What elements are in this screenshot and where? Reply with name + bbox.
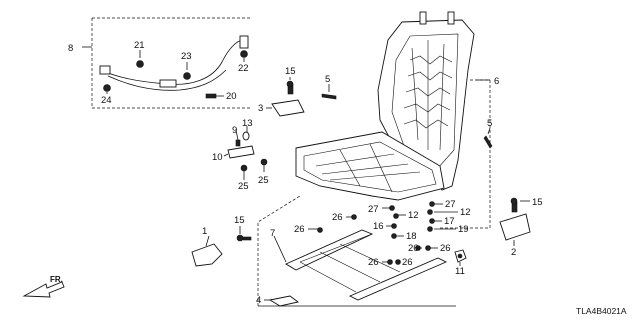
hardware-cluster — [389, 201, 435, 239]
callout-19: 19 — [458, 224, 469, 235]
leader-7 — [273, 235, 287, 263]
seat-frame-drawing — [295, 11, 475, 201]
callout-13: 13 — [242, 118, 253, 129]
callout-26f: 26 — [402, 257, 413, 268]
callout-27a: 27 — [368, 204, 379, 215]
bracket-4-drawing — [268, 295, 300, 307]
callout-26e: 26 — [368, 257, 379, 268]
cover-3-drawing — [271, 80, 305, 117]
callout-11: 11 — [455, 266, 465, 277]
front-direction-arrow-icon — [22, 281, 65, 298]
leader-10 — [223, 153, 229, 157]
callout-labels: 1 2 3 4 5 5 6 7 8 9 10 11 12 12 13 15 15… — [68, 40, 543, 306]
callout-7: 7 — [270, 228, 275, 239]
callout-6: 6 — [494, 76, 499, 87]
callout-5b: 5 — [487, 118, 492, 129]
callout-21: 21 — [134, 40, 145, 51]
leader-1 — [205, 235, 210, 247]
callout-12b: 12 — [460, 207, 471, 218]
callout-22: 22 — [238, 63, 249, 74]
nut-11-drawing — [454, 249, 467, 263]
callout-26a: 26 — [332, 212, 343, 223]
callout-8: 8 — [68, 43, 73, 54]
callout-26d: 26 — [440, 243, 451, 254]
seat-rails-drawing — [285, 214, 448, 301]
callout-15c: 15 — [532, 197, 543, 208]
callout-24: 24 — [101, 95, 112, 106]
callout-1: 1 — [202, 226, 207, 237]
diagram-code: TLA4B4021A — [576, 306, 627, 316]
callout-5a: 5 — [325, 74, 330, 85]
leader-5b — [487, 127, 491, 135]
callout-3: 3 — [258, 103, 263, 114]
callout-15a: 15 — [285, 66, 296, 77]
bolt-15-left — [236, 234, 252, 242]
knob-10-drawing — [227, 131, 268, 172]
direction-label: FR. — [50, 275, 63, 284]
callout-26c: 26 — [408, 243, 419, 254]
callout-20: 20 — [226, 91, 237, 102]
callout-16: 16 — [373, 221, 384, 232]
callout-15b: 15 — [234, 215, 245, 226]
wire-harness-drawing — [99, 35, 249, 99]
callout-10: 10 — [212, 152, 223, 163]
callout-27b: 27 — [445, 199, 456, 210]
callout-9: 9 — [232, 125, 237, 136]
callout-17: 17 — [444, 216, 455, 227]
callout-25a: 25 — [238, 181, 249, 192]
callout-18: 18 — [406, 231, 417, 242]
callout-12a: 12 — [408, 210, 419, 221]
callout-23: 23 — [181, 51, 192, 62]
callout-4: 4 — [256, 295, 261, 306]
cover-2-drawing — [499, 197, 531, 241]
callout-2: 2 — [511, 247, 516, 258]
cover-1-drawing — [191, 243, 223, 267]
callout-26b: 26 — [294, 224, 305, 235]
pin-5-upper — [321, 93, 337, 100]
callout-25b: 25 — [258, 175, 269, 186]
pin-5-right — [483, 135, 493, 149]
harness-box — [91, 17, 250, 109]
leader-9 — [235, 129, 239, 141]
